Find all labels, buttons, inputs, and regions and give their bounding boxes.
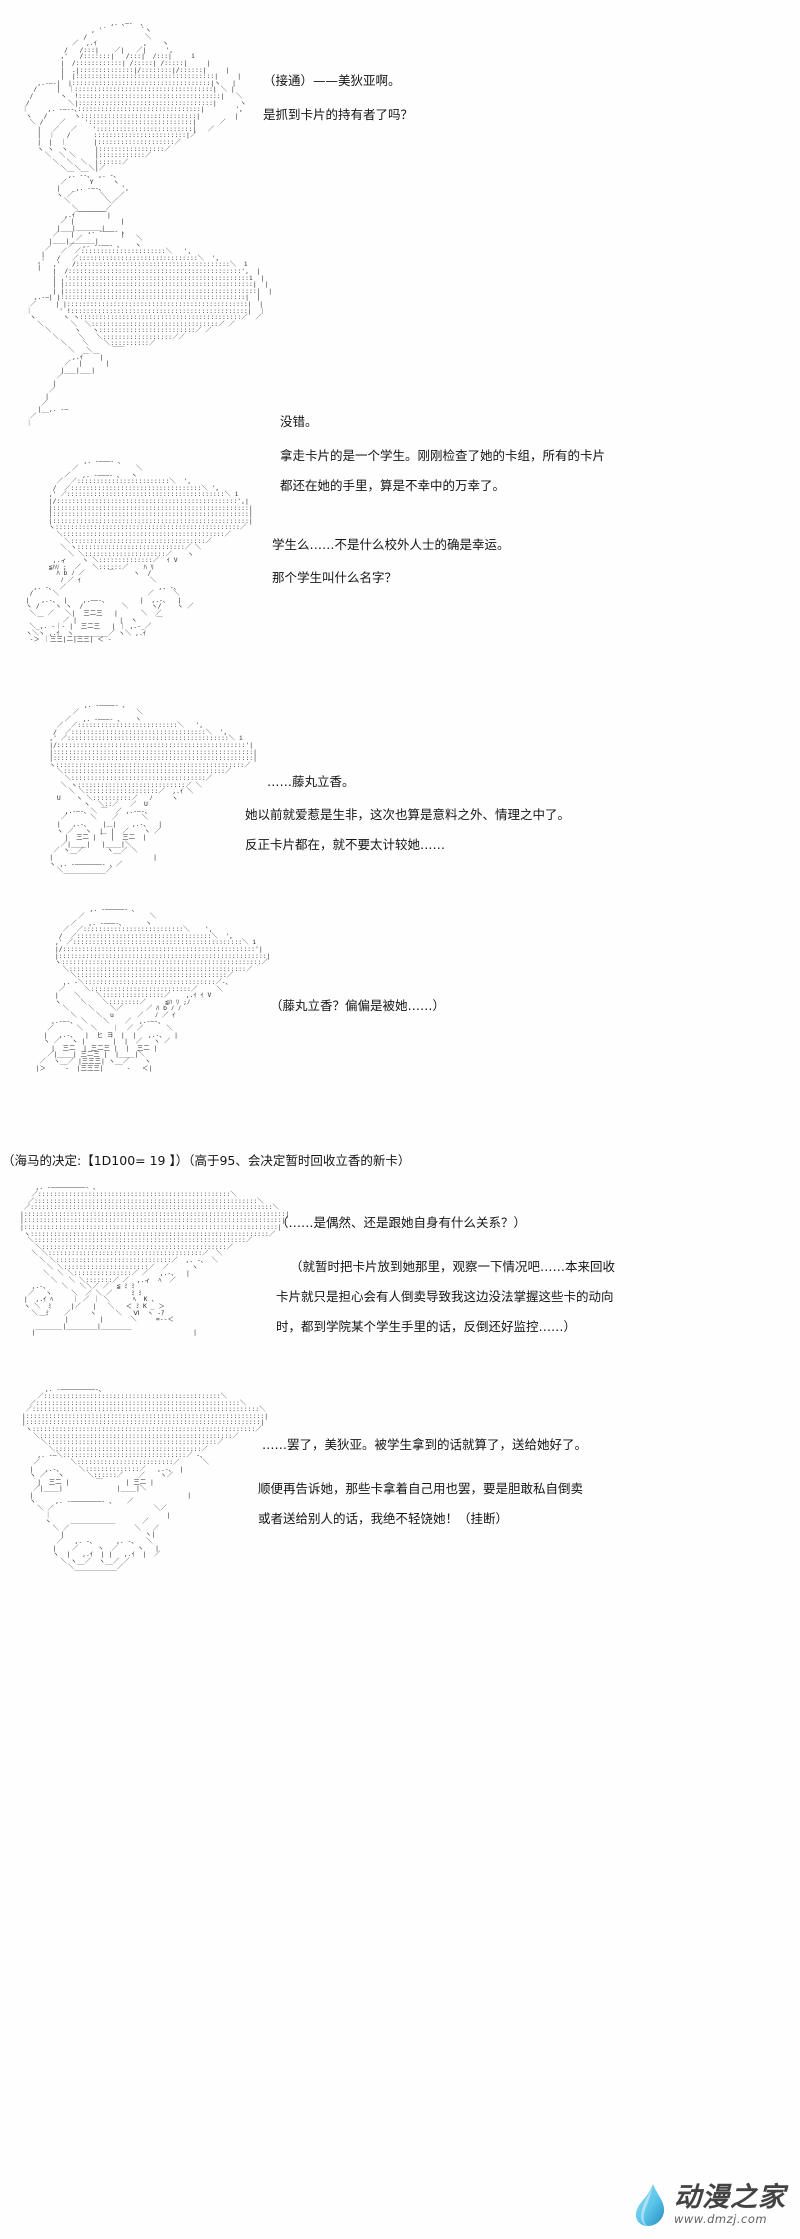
- dialogue-panel-6-line-1: （……是偶然、还是跟她自身有什么关系？）: [276, 1215, 527, 1230]
- watermark-site-url: www.dmzj.com: [674, 2212, 768, 2227]
- panel-separator-2: [0, 435, 800, 436]
- dialogue-panel-4-line-2: 她以前就爱惹是生非，这次也算是意料之外、情理之中了。: [245, 807, 571, 822]
- dialogue-panel-1-line-1: （接通）——美狄亚啊。: [263, 73, 401, 88]
- panel-separator-6: [0, 1372, 800, 1373]
- dialogue-panel-2-line-1: 没错。: [280, 414, 318, 429]
- dialogue-panel-6-line-2: （就暂时把卡片放到她那里，观察一下情况吧……本来回收: [290, 1259, 616, 1274]
- dialogue-panel-7-line-2: 顺便再告诉她，那些卡拿着自己用也罢，要是胆敢私自倒卖: [258, 1481, 584, 1496]
- leaf-logo-icon: [633, 2183, 667, 2227]
- dialogue-panel-2-line-2: 拿走卡片的是一个学生。刚刚检查了她的卡组，所有的卡片: [280, 448, 606, 463]
- dialogue-panel-5-line-1: （藤丸立香？偏偏是被她……）: [270, 998, 446, 1013]
- site-watermark: 动漫之家 www.dmzj.com: [633, 2183, 786, 2227]
- panel-separator-1: [0, 212, 800, 213]
- dialogue-panel-2-line-3: 都还在她的手里，算是不幸中的万幸了。: [280, 478, 506, 493]
- panel-separator-5: [0, 1172, 800, 1173]
- dialogue-panel-7-line-1: ……罢了，美狄亚。被学生拿到的话就算了，送给她好了。: [262, 1437, 588, 1452]
- ascii-art-panel-1: ,. ､―- ､ , '´ `ヽ / ＼ ／ ,.ｲ , ヽ / /:::| ／…: [21, 19, 247, 272]
- dialogue-panel-3-line-2: 那个学生叫什么名字？: [272, 570, 398, 585]
- panel-separator-3: [0, 690, 800, 691]
- dialogue-panel-4-line-3: 反正卡片都在，就不要太计较她……: [245, 837, 446, 852]
- ascii-art-panel-4: ,. -――――- ､ ／ ＼ ／ ,. -―――- 、 ヽ ／ ／::::::…: [49, 701, 258, 875]
- dialogue-panel-6-line-3: 卡片就只是担心会有人倒卖导致我这边没法掌握这些卡的动向: [276, 1289, 614, 1304]
- ascii-art-panel-2: ,. -―――- ､ ／ ＼ ／ ,. --――- 、 ヽ ／ ／:::::::…: [25, 227, 273, 427]
- panel-separator-4: [0, 890, 800, 891]
- ascii-art-panel-6: ,. -―――――――――- ､ ／::::::::::::::::::::::…: [20, 1183, 290, 1337]
- ascii-art-panel-7: ,. -―――――――――-､ ／:::::::::::::::::::::::…: [21, 1385, 269, 1572]
- dialogue-panel-1-line-2: 是抓到卡片的持有者了吗？: [263, 107, 414, 122]
- watermark-text-group: 动漫之家 www.dmzj.com: [674, 2184, 786, 2226]
- ascii-art-panel-5: ,. -―――――- ､ ／ ＼ ／ ,. -―――-､ ヽ ／ ／::::::…: [35, 905, 271, 1072]
- dice-roll-result: （海马的决定:【1D100= 19 】）（高于95、会决定暂时回收立香的新卡）: [2, 1153, 411, 1168]
- ascii-art-panel-3: ,. -―――- ､ ／ ＼ ／ ,. -―――- 、 ヽ ／ ／:::::::…: [25, 457, 253, 644]
- watermark-site-name: 动漫之家: [674, 2182, 786, 2214]
- dialogue-panel-6-line-4: 时，都到学院某个学生手里的话，反倒还好监控……）: [276, 1319, 577, 1334]
- dialogue-panel-4-line-1: ……藤丸立香。: [267, 774, 355, 789]
- dialogue-panel-7-line-3: 或者送给别人的话，我绝不轻饶她！（挂断）: [258, 1511, 509, 1526]
- dialogue-panel-3-line-1: 学生么……不是什么校外人士的确是幸运。: [272, 537, 510, 552]
